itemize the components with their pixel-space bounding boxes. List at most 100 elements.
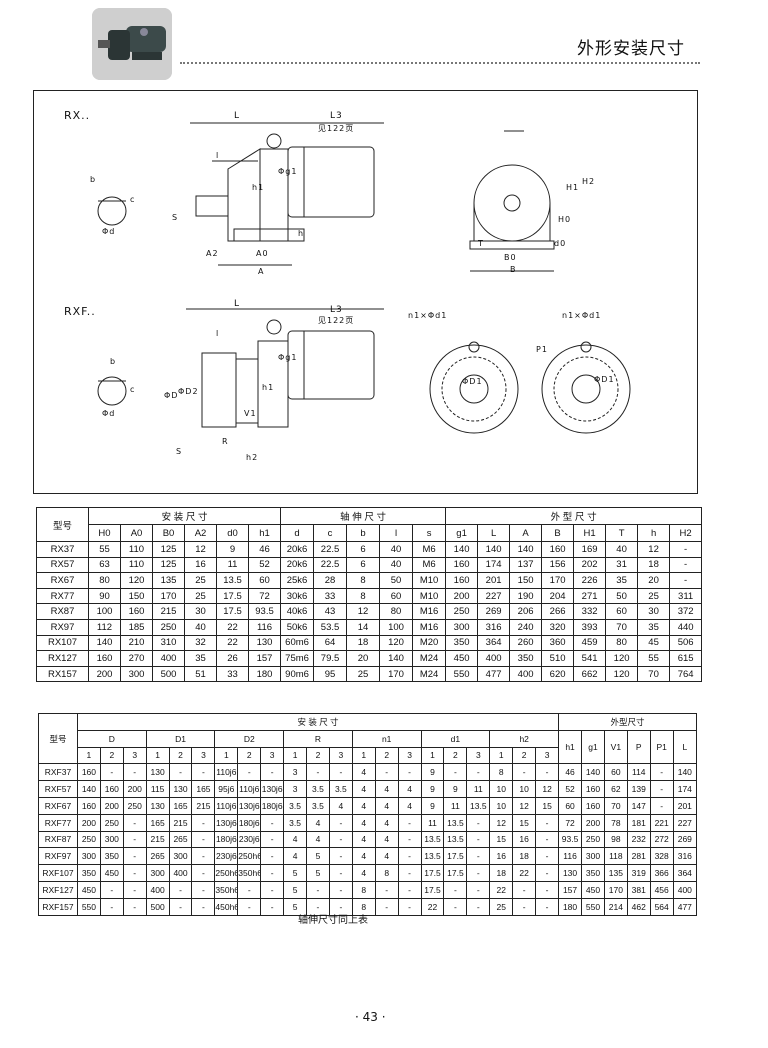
header-cell: d0 [216,524,249,542]
dim-label: ΦD [164,391,179,400]
table-cell: 541 [573,650,607,667]
table-cell: 506 [669,634,703,652]
table-cell: 250 [76,830,101,849]
header-cell: b [346,524,381,542]
table-cell: 462 [626,897,651,916]
table-cell: 316 [477,618,511,636]
table-cell: 6 [346,541,381,558]
table-cell: 60 [379,587,414,605]
table-cell: 116 [558,847,582,866]
table-cell: 18 [637,556,671,574]
table-cell: 3 [283,780,308,798]
table-cell: 46 [558,763,582,782]
table-cell: 140 [88,634,121,652]
table-cell: 232 [626,830,651,849]
rxf-view-label: RXF.. [64,305,96,318]
table-cell: 393 [573,618,607,636]
header-cell: D1 [145,729,216,748]
table-cell: 70 [603,796,628,815]
table-cell: - [466,763,491,782]
table-cell: 165 [145,813,170,832]
table-cell: 180j6 [237,813,262,832]
table-cell: 300 [445,618,479,636]
dim-label: T [478,239,484,248]
table-cell: 185 [120,618,153,636]
table-cell: RX77 [36,587,89,605]
dim-label: Φg1 [278,167,298,176]
table-cell: 160 [445,556,479,574]
table-cell: RXF77 [38,813,78,832]
header-cell: 3 [466,746,491,765]
table-cell: 116 [247,618,282,636]
header-cell: l [379,524,414,542]
table-cell: 33 [313,587,348,605]
table-cell: 31 [605,556,639,574]
table-cell: 62 [603,780,628,798]
table-cell: 350 [76,864,101,882]
table-cell: 16 [184,556,217,574]
dimension-drawing [97,122,631,434]
table-cell: 4 [351,830,376,849]
table-cell: 140 [477,541,511,558]
table-cell: - [122,830,147,849]
header-cell: n1 [351,729,422,748]
table-cell: 140 [581,763,605,782]
table-cell: 310 [152,634,185,652]
table-cell: 130 [168,780,193,798]
table-cell: 372 [669,603,703,620]
header-cell: 型号 [36,507,89,542]
table-cell: 40 [605,541,639,558]
table-cell: 11 [420,813,445,832]
table-cell: - [191,897,216,916]
table-cell: 15 [535,796,560,815]
table-cell: - [535,830,560,849]
table-cell: 4 [374,780,399,798]
table-cell: - [535,847,560,866]
table-cell: 130 [247,634,282,652]
table-cell: 140 [76,780,101,798]
table-cell: 137 [509,556,543,574]
table-cell: 215 [145,830,170,849]
table-cell: 300 [145,864,170,882]
table-cell: - [99,897,124,916]
header-cell: h [637,524,671,542]
table-cell: 93.5 [558,830,582,849]
table-cell: - [397,897,422,916]
table-cell: 4 [306,830,330,849]
table-cell: 165 [191,780,216,798]
table-cell: 22 [216,634,249,652]
dim-label: d0 [554,239,567,248]
table-cell: 125 [152,541,185,558]
header-cell: 外型尺寸 [558,713,697,731]
header-cell: P1 [649,729,674,765]
table-cell: - [535,813,560,832]
table-cell: 250 [122,796,147,815]
table-cell: 181 [626,813,651,832]
table-cell: 316 [672,847,698,866]
table-cell: 12 [512,796,537,815]
header-cell: d [280,524,315,542]
table-cell: RX157 [36,665,89,683]
table-cell: 75m6 [280,650,315,667]
table-cell: 25 [346,665,381,683]
table-cell: 80 [605,634,639,652]
dim-label: 见122页 [318,124,355,133]
table-cell: 250 [99,813,124,832]
table-cell: 6 [346,556,381,574]
table-cell: 4 [351,813,376,832]
table-cell: 80 [88,572,121,589]
header-cell: H1 [573,524,607,542]
table-cell: 169 [573,541,607,558]
table-cell: - [191,864,216,882]
table-cell: 9 [420,780,445,798]
table-cell: - [328,847,353,866]
dim-label: n1×Φd1 [562,311,602,320]
table-cell: 450h6 [214,897,239,916]
table-cell: RX127 [36,650,89,667]
table-cell: 79.5 [313,650,348,667]
table-cell: 10 [489,796,514,815]
table-cell: 3.5 [306,780,330,798]
table-cell: 450 [99,864,124,882]
